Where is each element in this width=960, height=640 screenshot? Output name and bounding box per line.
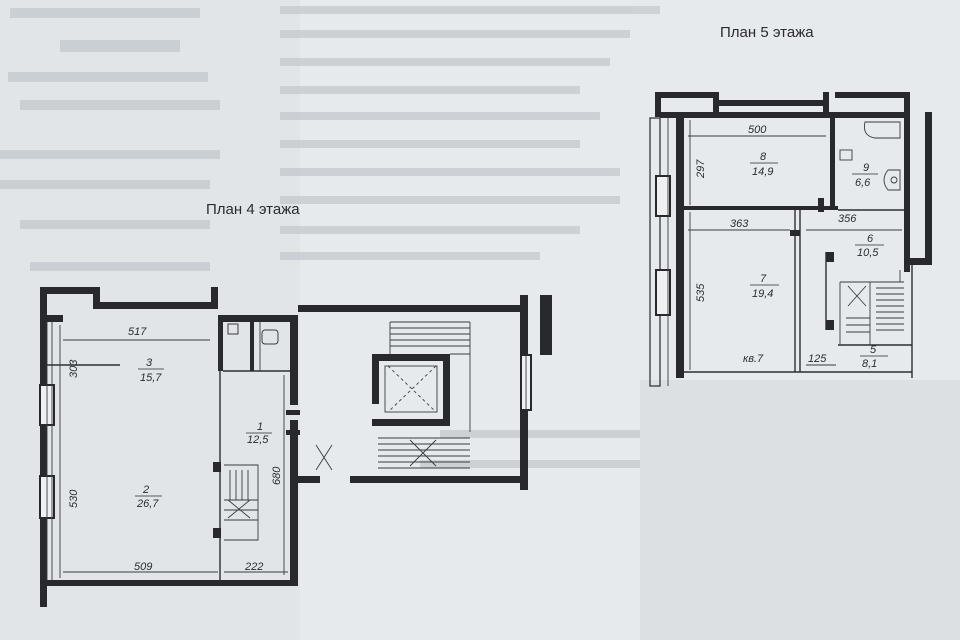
room-3-number: 3 (146, 357, 153, 369)
room-6-area: 10,5 (857, 247, 879, 259)
floor-4-dim-left-lower: 530 (68, 489, 80, 508)
room-1-number: 1 (257, 421, 263, 433)
floor-5-windows (649, 117, 671, 387)
floor-4-stairwell (315, 321, 471, 471)
floor-5-dim-mid-left: 363 (730, 218, 749, 230)
floor-5-bathroom-fixtures (839, 121, 901, 191)
room-5-number: 5 (870, 344, 877, 356)
room-7-number: 7 (760, 273, 767, 285)
floor-4-dim-top: 517 (128, 326, 147, 338)
floor-5-dim-left-lower: 535 (695, 283, 707, 302)
floor-5-walls (655, 92, 932, 378)
floor-4-walls (40, 287, 552, 607)
floor-4-windows (39, 322, 532, 580)
room-8-area: 14,9 (752, 166, 773, 178)
room-2-area: 26,7 (136, 498, 159, 510)
room-3-area: 15,7 (140, 372, 162, 384)
floor-4-plan (39, 287, 552, 607)
floor-5-dim-left-upper: 297 (695, 159, 707, 179)
room-9-area: 6,6 (855, 177, 871, 189)
floor-4-dim-right: 680 (271, 466, 283, 485)
floor-5-partitions (684, 198, 913, 378)
apartment-label: кв.7 (743, 353, 764, 365)
floor-5-dim-bottom-mid: 125 (808, 353, 827, 365)
floor-5-internal-stair (839, 270, 904, 345)
floor-5-plan (649, 92, 932, 387)
room-7-area: 19,4 (752, 288, 773, 300)
floor-5-dim-top: 500 (748, 124, 767, 136)
floor-4-internal-stair (224, 464, 259, 541)
floor-5-dim-mid-right: 356 (838, 213, 857, 225)
room-1-area: 12,5 (247, 434, 269, 446)
floor-4-dim-left-upper: 303 (68, 359, 80, 378)
room-9-number: 9 (863, 162, 869, 174)
floor-4-partitions (47, 322, 300, 580)
floor-5-title: План 5 этажа (720, 24, 814, 41)
floor-5-dimension-lines (688, 120, 902, 370)
floor-4-title: План 4 этажа (206, 201, 300, 218)
room-2-number: 2 (142, 484, 149, 496)
floor-4-dim-bottom-right: 222 (244, 561, 263, 573)
background-ghost-text (0, 6, 660, 468)
floor-4-dim-bottom-left: 509 (134, 561, 152, 573)
room-6-number: 6 (867, 233, 874, 245)
room-8-number: 8 (760, 151, 767, 163)
floor-4-dimension-lines (59, 325, 288, 578)
room-5-area: 8,1 (862, 358, 877, 370)
